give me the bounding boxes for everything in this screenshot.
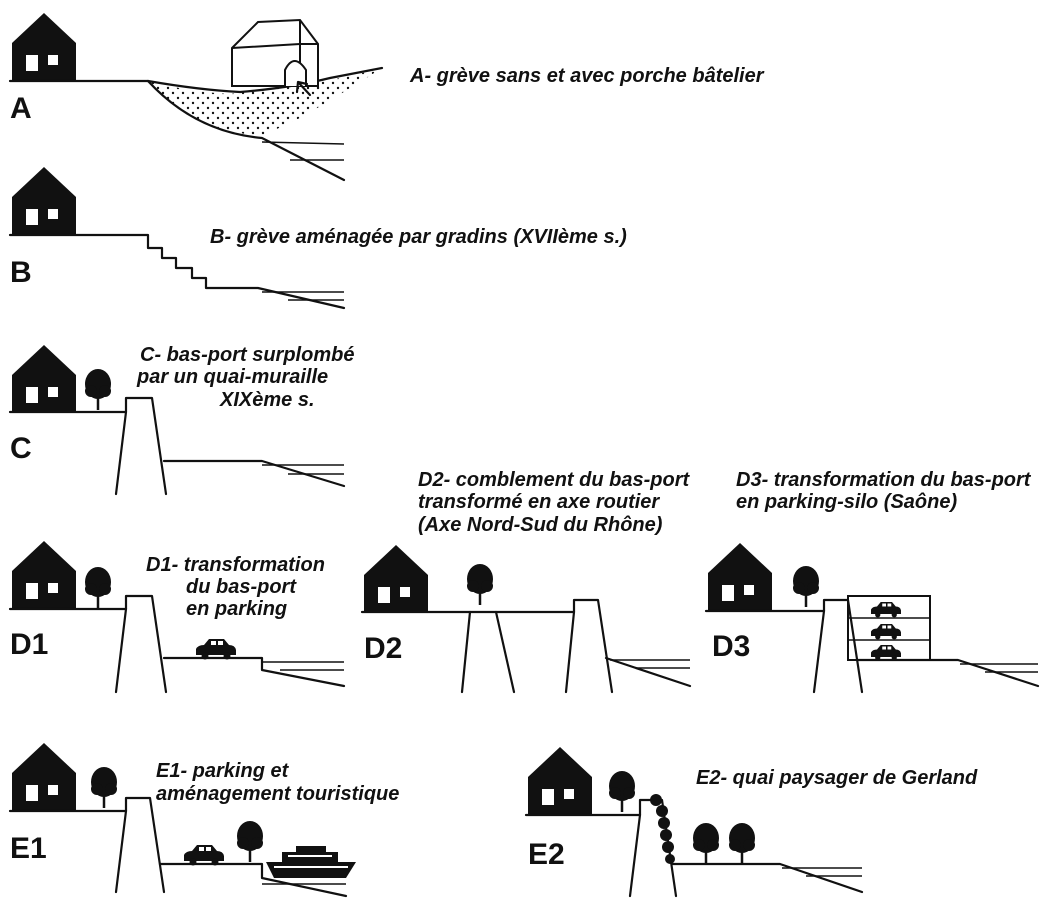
tree-icon	[83, 367, 113, 412]
car-icon	[871, 602, 901, 618]
panel-label: A	[10, 92, 32, 125]
panel-label: D1	[10, 628, 48, 661]
tree-icon	[235, 819, 265, 864]
tree-icon	[691, 821, 721, 866]
panel-label: C	[10, 432, 32, 465]
boathouse-icon	[231, 18, 319, 87]
panel-d3: D3 D3- transformation du bas-port en par…	[704, 469, 1040, 694]
panel-label: E2	[528, 838, 565, 871]
panel-label: D3	[712, 630, 750, 663]
gravel-shore	[148, 68, 382, 136]
panel-caption: B- grève aménagée par gradins (XVIIème s…	[210, 226, 627, 248]
panel-caption: transformé en axe routier	[418, 491, 660, 513]
vegetation-icon	[650, 794, 675, 864]
panel-e1: E1 E1- parking et aménagement touristiqu…	[8, 743, 399, 898]
panel-caption: aménagement touristique	[156, 783, 399, 805]
tree-icon	[727, 821, 757, 866]
house-icon	[708, 543, 772, 611]
panel-d1: D1 D1- transformation du bas-port en par…	[8, 541, 346, 694]
panel-caption: D3- transformation du bas-port	[736, 469, 1032, 491]
car-icon	[196, 639, 236, 660]
tree-icon	[83, 565, 113, 610]
panel-caption: par un quai-muraille	[136, 366, 328, 388]
house-icon	[528, 747, 592, 815]
panel-caption: XIXème s.	[219, 389, 315, 411]
house-icon	[364, 545, 428, 613]
car-icon	[184, 845, 224, 866]
tree-icon	[89, 765, 119, 810]
tree-icon	[465, 562, 495, 607]
panel-d2: D2 D2- comblement du bas-port transformé…	[360, 469, 692, 694]
panel-label: D2	[364, 632, 402, 665]
panel-caption: en parking	[186, 598, 287, 620]
tree-icon	[791, 564, 821, 609]
car-icon	[871, 624, 901, 640]
panel-caption: en parking-silo (Saône)	[736, 491, 957, 513]
house-icon	[12, 345, 76, 413]
panel-label: E1	[10, 832, 47, 865]
panel-caption: D2- comblement du bas-port	[418, 469, 690, 491]
tree-icon	[607, 769, 637, 814]
house-icon	[12, 167, 76, 235]
panel-a: A A- grève sans et avec porche bâtelier	[8, 13, 765, 182]
boat-icon	[266, 846, 356, 878]
arrow-icon	[295, 80, 312, 97]
house-icon	[12, 541, 76, 609]
panel-caption: D1- transformation	[146, 554, 325, 576]
car-icon	[871, 645, 901, 661]
panel-b: B B- grève aménagée par gradins (XVIIème…	[8, 167, 627, 310]
panel-caption: (Axe Nord-Sud du Rhône)	[418, 514, 663, 536]
panel-c: C C- bas-port surplombé par un quai-mura…	[8, 344, 354, 496]
panel-caption: A- grève sans et avec porche bâtelier	[409, 65, 765, 87]
house-icon	[12, 743, 76, 811]
house-icon	[12, 13, 76, 81]
panel-e2: E2 E2- quai paysager de Gerland	[524, 747, 978, 898]
panel-label: B	[10, 256, 32, 289]
panel-caption: E1- parking et	[156, 760, 290, 782]
panel-caption: E2- quai paysager de Gerland	[696, 767, 978, 789]
panel-caption: C- bas-port surplombé	[140, 344, 354, 366]
panel-caption: du bas-port	[186, 576, 297, 598]
